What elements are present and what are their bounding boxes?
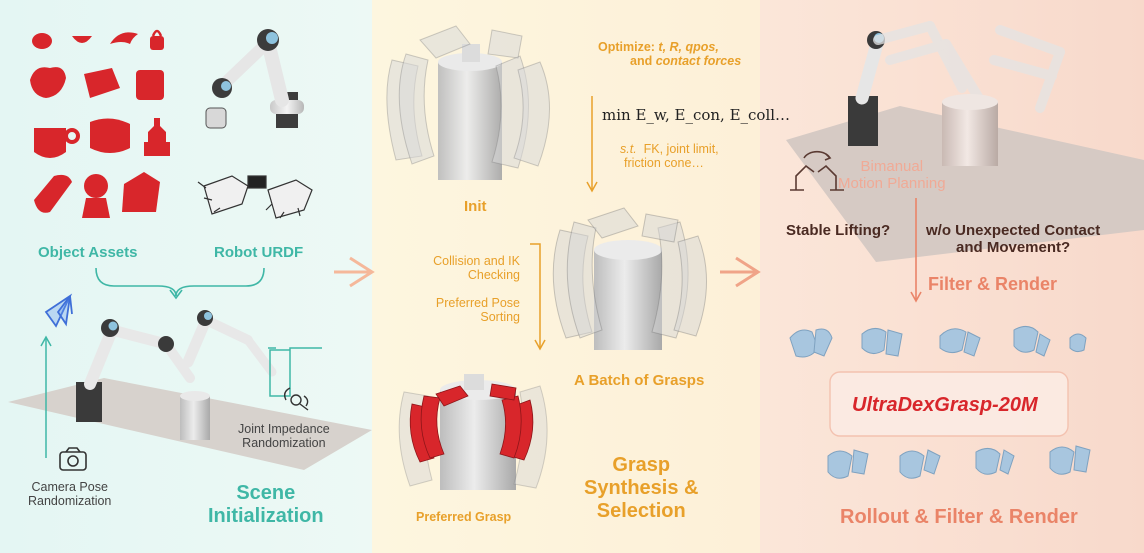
batch-grasps-render <box>552 207 708 350</box>
optimize-and: and <box>630 54 656 69</box>
camera-pose-label: Camera Pose Randomization <box>28 480 111 509</box>
unexpected-contact-label: w/o Unexpected Contact and Movement? <box>926 222 1100 257</box>
batch-of-grasps-label: A Batch of Grasps <box>574 372 705 389</box>
optimize-arrow <box>586 96 598 193</box>
camera-icon <box>59 447 87 471</box>
camera-pose-line1: Camera Pose <box>31 480 108 494</box>
unexpected-line1: w/o Unexpected Contact <box>926 222 1101 239</box>
object-assets-label: Object Assets <box>38 244 138 261</box>
sorting-line2: Sorting <box>480 310 520 325</box>
init-grasp-render <box>386 25 551 180</box>
collision-line2: Checking <box>467 268 520 283</box>
joint-impedance-arrow <box>268 347 322 397</box>
object-assets-grid <box>30 29 170 218</box>
grasp-title-line1: Grasp <box>612 454 671 476</box>
objective-formula: min E_w, E_con, E_coll… <box>602 106 791 124</box>
filter-arrow <box>910 198 922 303</box>
rollout-scene-render <box>786 21 1144 262</box>
preferred-grasp-label: Preferred Grasp <box>416 510 512 524</box>
stable-lifting-label: Stable Lifting? <box>786 222 891 239</box>
bimanual-planning-icon <box>790 150 844 191</box>
grasp-synthesis-title: Grasp Synthesis & Selection <box>584 454 698 523</box>
joint-impedance-label: Joint Impedance Randomization <box>238 422 330 451</box>
bimanual-planning-label: Bimanual Motion Planning <box>838 158 946 193</box>
collision-ik-label: Collision and IK Checking <box>416 254 520 283</box>
flow-arrow-1-to-2 <box>334 256 375 288</box>
preferred-sorting-label: Preferred Pose Sorting <box>416 296 520 325</box>
scene-title-line2: Initialization <box>208 505 324 527</box>
robot-arm-model <box>205 29 304 129</box>
optimize-vars: t, R, qpos, <box>658 40 719 54</box>
bimanual-line1: Bimanual <box>860 158 924 175</box>
grasp-title-line3: Selection <box>596 500 686 522</box>
scene-initialization-title: Scene Initialization <box>208 482 324 528</box>
camera-pose-line2: Randomization <box>28 494 112 509</box>
robot-hand-model <box>197 175 313 219</box>
grasp-title-line2: Synthesis & <box>584 477 699 499</box>
joint-impedance-line2: Randomization <box>242 436 326 451</box>
constraint-friction: friction cone… <box>624 156 704 171</box>
optimize-text: Optimize: t, R, qpos, and contact forces <box>598 40 741 69</box>
camera-pose-arrow <box>40 335 52 458</box>
constraint-fk: FK, joint limit, <box>643 142 719 156</box>
constraint-text: s.t. FK, joint limit, friction cone… <box>620 142 719 171</box>
sorting-line1: Preferred Pose <box>435 296 520 310</box>
assets-merge-connector <box>95 267 265 300</box>
dataset-grasps-cluster <box>789 326 1091 479</box>
preferred-grasp-render <box>398 374 548 490</box>
flow-arrow-2-to-3 <box>720 256 761 288</box>
scene-init-render <box>8 310 372 470</box>
constraint-st: s.t. <box>620 142 637 156</box>
selection-arrow <box>530 243 546 351</box>
unexpected-line2: and Movement? <box>956 239 1071 257</box>
filter-render-label: Filter & Render <box>928 274 1058 294</box>
rollout-filter-render-title: Rollout & Filter & Render <box>840 506 1078 528</box>
collision-line1: Collision and IK <box>433 254 520 268</box>
dataset-name-label: UltraDexGrasp-20M <box>852 394 1038 416</box>
optimize-contact-forces: contact forces <box>655 54 742 69</box>
init-label: Init <box>464 198 487 215</box>
scene-title-line1: Scene <box>236 482 296 504</box>
joint-impedance-icon <box>283 387 309 411</box>
camera-frustum-icon <box>44 293 73 328</box>
bimanual-line2: Motion Planning <box>838 175 946 193</box>
robot-urdf-label: Robot URDF <box>214 244 304 261</box>
optimize-prefix: Optimize: <box>598 40 659 54</box>
joint-impedance-line1: Joint Impedance <box>238 422 330 436</box>
dataset-highlight-box <box>829 371 1069 437</box>
